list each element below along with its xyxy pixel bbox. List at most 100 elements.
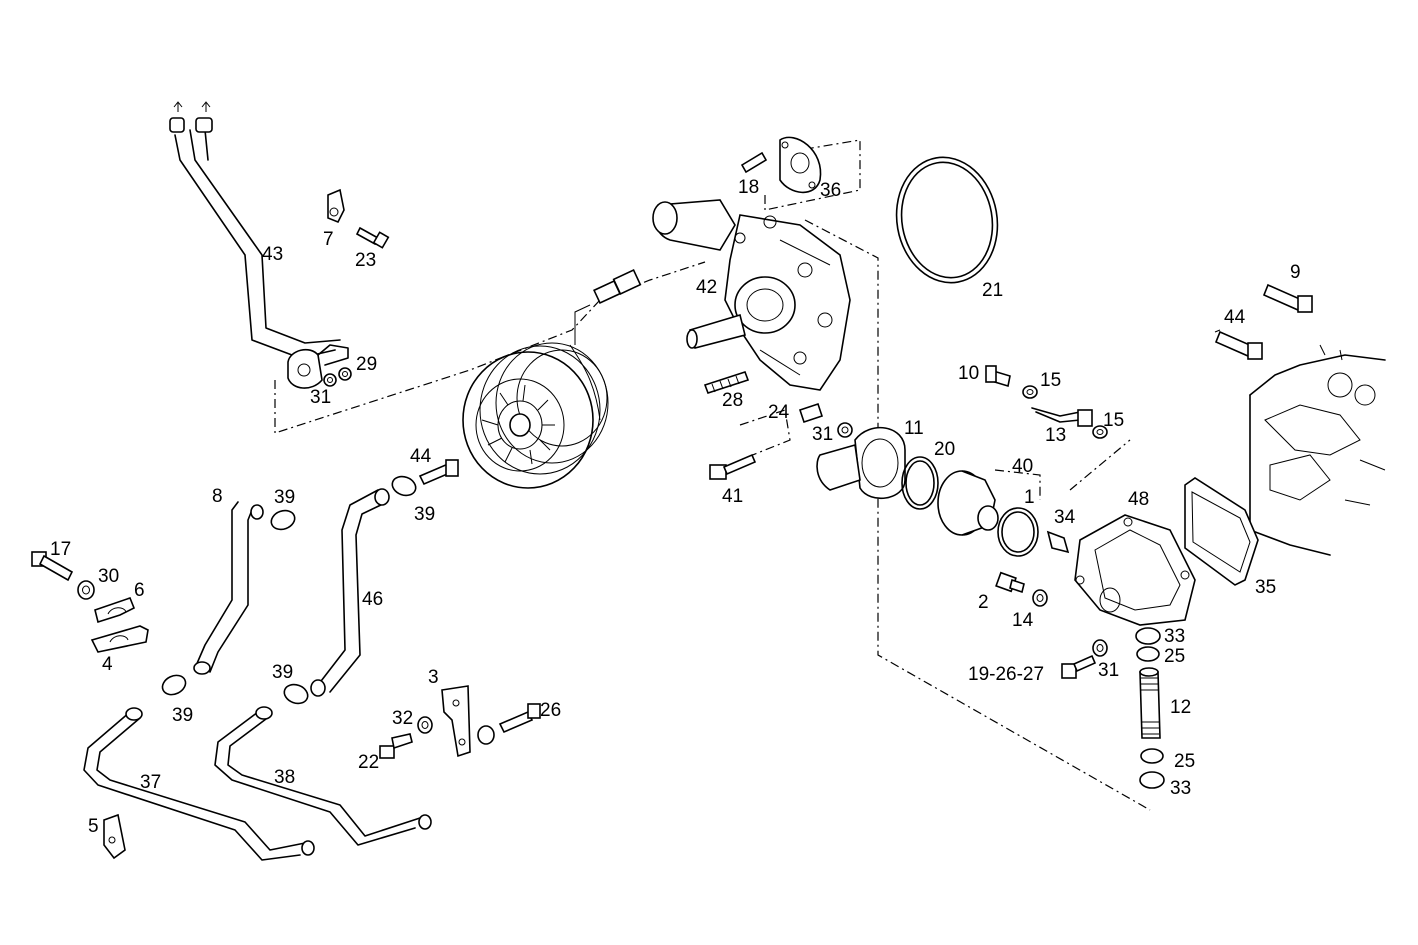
- label-18: 18: [738, 177, 759, 198]
- part-26-bolt: [498, 703, 541, 734]
- sensor-connector: [593, 269, 642, 305]
- label-31: 31: [310, 387, 331, 408]
- label-42: 42: [696, 277, 717, 298]
- part-7-clip: [327, 188, 345, 224]
- part-8-hose: [193, 501, 264, 675]
- label-5: 5: [88, 816, 99, 837]
- part-17-bolt: [31, 551, 74, 582]
- part-32-washer: [417, 716, 433, 734]
- part-48-cover: [1074, 514, 1196, 626]
- part-31b-washer: [837, 422, 853, 438]
- part-15b-washer: [1092, 425, 1108, 439]
- part-35-gasket: [1184, 477, 1259, 586]
- part-1-o-ring: [997, 507, 1039, 557]
- label-36: 36: [820, 180, 841, 201]
- part-24-plug: [798, 402, 824, 424]
- label-20: 20: [934, 439, 955, 460]
- label-48: 48: [1128, 489, 1149, 510]
- label-21: 21: [982, 280, 1003, 301]
- label-15: 15: [1040, 370, 1061, 391]
- part-5-clip: [103, 813, 126, 860]
- part-39d-clamp: [283, 683, 309, 705]
- part-18-stud: [740, 151, 768, 174]
- label-44: 44: [410, 446, 432, 467]
- label-35: 35: [1255, 577, 1276, 598]
- label-33: 33: [1170, 778, 1191, 799]
- label-40: 40: [1012, 456, 1033, 477]
- label-29: 29: [356, 354, 377, 375]
- part-14-washer: [1032, 589, 1048, 607]
- label-38: 38: [274, 767, 295, 788]
- label-19-26-27: 19-26-27: [968, 664, 1044, 685]
- part-23-bolt: [355, 226, 390, 249]
- part-9-fitting: [1262, 283, 1313, 313]
- part-26-washer: [477, 725, 495, 745]
- label-8: 8: [212, 486, 223, 507]
- fan-clutch: [462, 304, 609, 489]
- label-25: 25: [1164, 646, 1185, 667]
- part-25a-ring: [1136, 646, 1160, 662]
- part-29-31-washers: [323, 367, 352, 387]
- part-11-thermostat-housing: [816, 426, 906, 500]
- label-37: 37: [140, 772, 161, 793]
- label-31: 31: [1098, 660, 1119, 681]
- part-37-pipe: [83, 707, 315, 861]
- engine-block-partial: [1249, 344, 1386, 556]
- label-14: 14: [1012, 610, 1034, 631]
- part-46-hose: [310, 488, 390, 697]
- part-13-pipe-fitting: [1031, 407, 1093, 427]
- label-11: 11: [904, 418, 924, 439]
- label-39: 39: [172, 705, 193, 726]
- label-39: 39: [272, 662, 293, 683]
- label-10: 10: [958, 363, 979, 384]
- part-12-tube: [1139, 667, 1161, 739]
- part-6-clip: [94, 596, 136, 624]
- part-31c-washer: [1092, 639, 1108, 657]
- label-15: 15: [1103, 410, 1124, 431]
- part-39b-clamp: [391, 475, 417, 497]
- label-7: 7: [323, 229, 334, 250]
- label-30: 30: [98, 566, 119, 587]
- part-19-26-27-bolt: [1061, 654, 1097, 679]
- label-23: 23: [355, 250, 376, 271]
- label-13: 13: [1045, 425, 1066, 446]
- label-32: 32: [392, 708, 413, 729]
- label-39: 39: [274, 487, 295, 508]
- part-22-bolt: [379, 733, 413, 759]
- part-34-fitting: [1046, 530, 1070, 554]
- label-25: 25: [1174, 751, 1195, 772]
- part-38-pipe: [214, 706, 432, 846]
- label-9: 9: [1290, 262, 1301, 283]
- label-22: 22: [358, 752, 379, 773]
- label-34: 34: [1054, 507, 1076, 528]
- part-44a-fitting: [1214, 330, 1263, 360]
- part-15a-washer: [1022, 385, 1038, 399]
- part-41-bolt: [709, 453, 757, 480]
- label-24: 24: [768, 402, 790, 423]
- part-25b-ring: [1140, 748, 1164, 764]
- part-30-washer: [77, 580, 95, 600]
- label-26: 26: [540, 700, 561, 721]
- label-33: 33: [1164, 626, 1185, 647]
- part-33a-ring: [1135, 627, 1161, 645]
- label-3: 3: [428, 667, 439, 688]
- label-39: 39: [414, 504, 435, 525]
- part-28-stud: [703, 371, 750, 394]
- part-39c-clamp: [161, 674, 187, 696]
- label-28: 28: [722, 390, 743, 411]
- part-44b-fitting: [418, 459, 459, 486]
- part-33b-ring: [1139, 771, 1165, 789]
- label-43: 43: [262, 244, 283, 265]
- part-10-bolt: [985, 365, 1011, 388]
- part-43-pipe: [169, 101, 349, 389]
- label-12: 12: [1170, 697, 1191, 718]
- part-3-bracket: [441, 685, 471, 758]
- part-2-sensor: [995, 571, 1025, 594]
- part-42-water-pump: [652, 199, 851, 391]
- label-31: 31: [812, 424, 833, 445]
- label-44: 44: [1224, 307, 1246, 328]
- part-number-labels: 43 7 23 29 31 18 36 42 21 9 44 28 24 31 …: [50, 177, 1301, 837]
- label-4: 4: [102, 654, 113, 675]
- part-21-o-ring: [895, 156, 999, 284]
